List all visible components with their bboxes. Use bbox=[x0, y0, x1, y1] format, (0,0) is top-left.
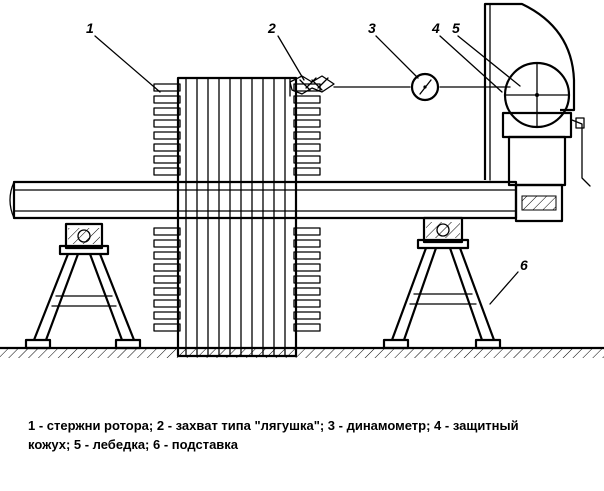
frog-clamp bbox=[289, 75, 335, 97]
leader-lines bbox=[94, 35, 521, 305]
rotor-rod-right bbox=[293, 95, 321, 104]
figure-caption: 1 - стержни ротора; 2 - захват типа "ляг… bbox=[28, 416, 588, 454]
rotor-rod-right bbox=[293, 275, 321, 284]
rotor-rod-right bbox=[293, 107, 321, 116]
rotor-rod-left bbox=[153, 227, 181, 236]
rotor-rod-left bbox=[153, 155, 181, 164]
callout-5: 5 bbox=[452, 20, 460, 36]
rotor-rod-left bbox=[153, 119, 181, 128]
ground bbox=[0, 346, 604, 358]
rotor-rod-right bbox=[293, 287, 321, 296]
rotor-rod-right bbox=[293, 119, 321, 128]
callout-4: 4 bbox=[431, 20, 440, 36]
rotor-rod-left bbox=[153, 287, 181, 296]
stand-right bbox=[382, 216, 502, 350]
rotor-rod-right bbox=[293, 263, 321, 272]
rotor-rod-right bbox=[293, 299, 321, 308]
rotor-rod-right bbox=[293, 311, 321, 320]
callout-3: 3 bbox=[368, 20, 376, 36]
rotor-rod-right bbox=[293, 131, 321, 140]
rotor-rod-left bbox=[153, 131, 181, 140]
caption-line-2: кожух; 5 - лебедка; 6 - подставка bbox=[28, 437, 239, 452]
rotor-rod-right bbox=[293, 155, 321, 164]
stand-left bbox=[24, 222, 142, 350]
callout-1: 1 bbox=[86, 20, 94, 36]
rotor-rod-left bbox=[153, 311, 181, 320]
rotor-rod-left bbox=[153, 275, 181, 284]
rotor-rod-right bbox=[293, 323, 321, 332]
rotor-rod-left bbox=[153, 299, 181, 308]
rotor-rod-left bbox=[153, 95, 181, 104]
rotor-rod-left bbox=[153, 239, 181, 248]
rotor-rod-left bbox=[153, 323, 181, 332]
callout-6: 6 bbox=[520, 257, 528, 273]
winch bbox=[501, 61, 591, 223]
rotor-rod-right bbox=[293, 239, 321, 248]
rotor-rod-left bbox=[153, 251, 181, 260]
rotor-test-diagram: 1 2 3 4 5 6 bbox=[0, 2, 604, 358]
dynamometer bbox=[410, 72, 440, 102]
protective-housing bbox=[483, 2, 576, 181]
rotor-rod-right bbox=[293, 143, 321, 152]
rotor-rod-left bbox=[153, 263, 181, 272]
rotor-rod-left bbox=[153, 167, 181, 176]
rotor-shaft bbox=[9, 180, 518, 220]
rotor-rod-right bbox=[293, 167, 321, 176]
caption-line-1: 1 - стержни ротора; 2 - захват типа "ляг… bbox=[28, 418, 519, 433]
rotor-rod-right bbox=[293, 227, 321, 236]
callout-2: 2 bbox=[267, 20, 276, 36]
rotor-rod-left bbox=[153, 143, 181, 152]
rotor-rods bbox=[153, 83, 321, 332]
rotor-rod-right bbox=[293, 251, 321, 260]
rotor-core bbox=[176, 76, 298, 358]
rotor-rod-left bbox=[153, 107, 181, 116]
